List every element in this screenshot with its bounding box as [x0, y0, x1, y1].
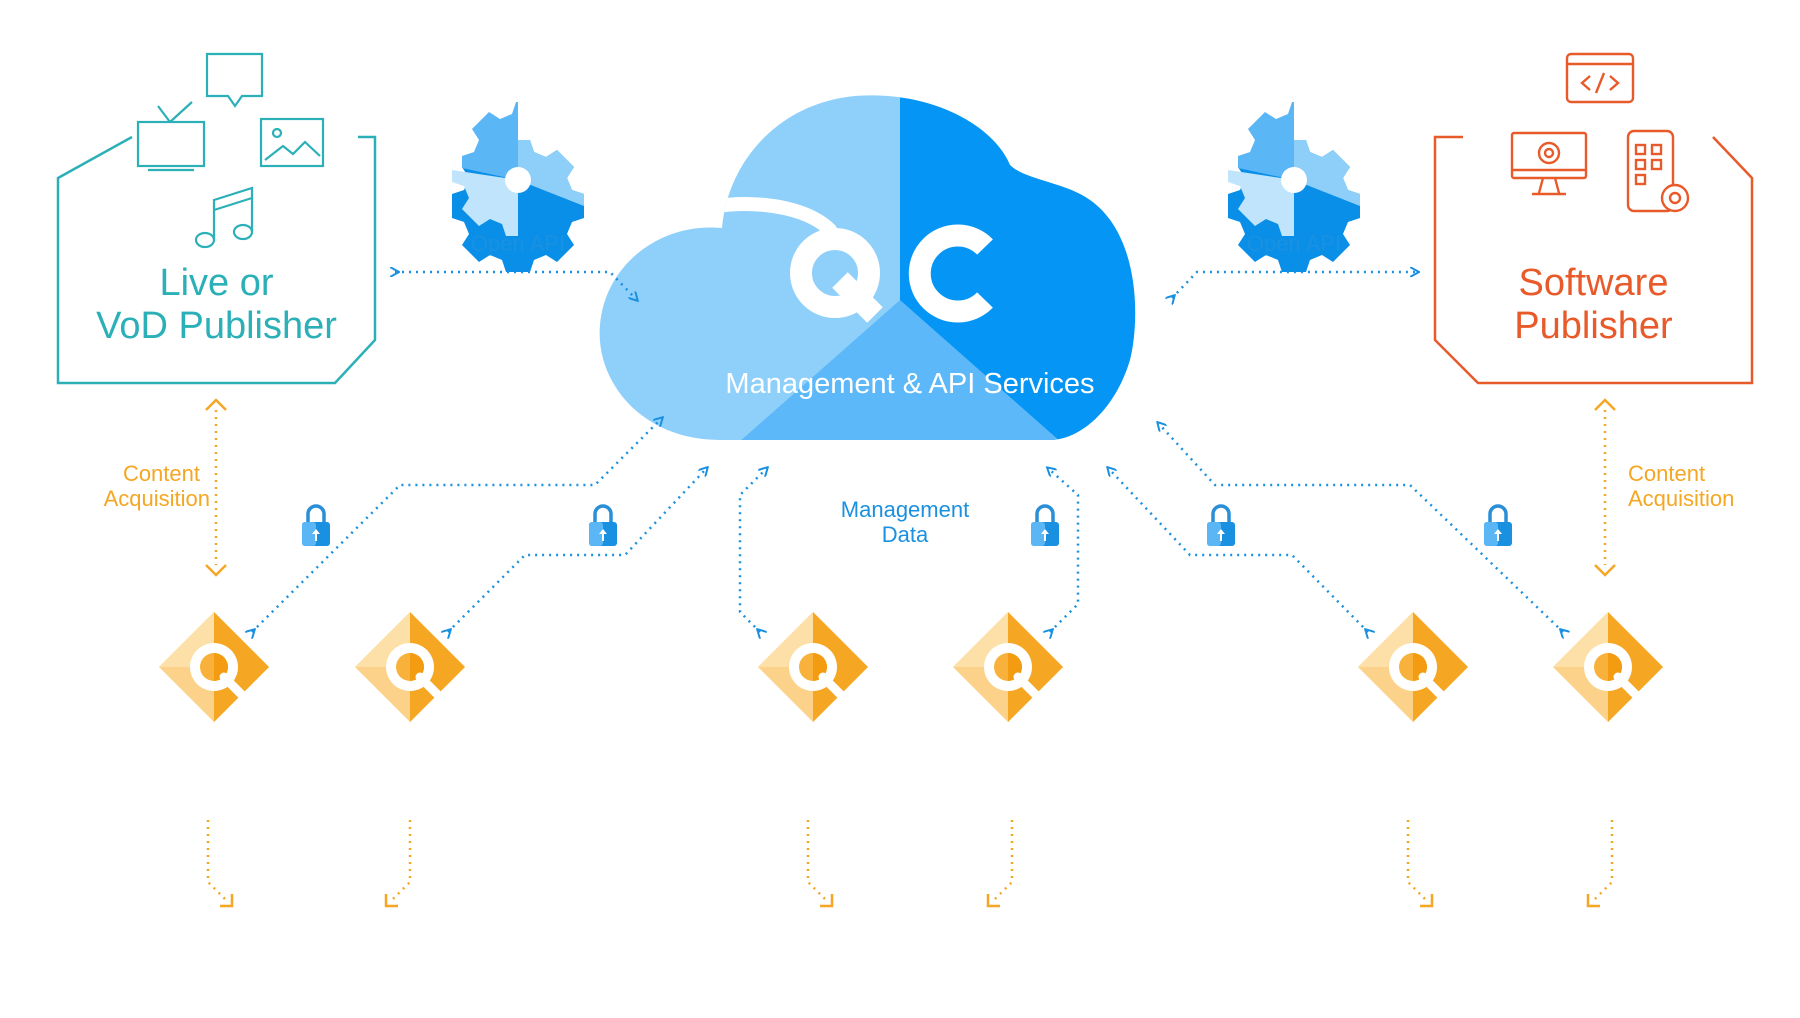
content-acquisition-label-right: Content Acquisition: [1628, 461, 1778, 511]
lock-icon: [1205, 504, 1237, 548]
edge-node-1: [159, 612, 269, 722]
left-publisher-title: Live or VoD Publisher: [58, 262, 375, 347]
management-data-label: Management Data: [820, 497, 990, 547]
edge-node-4: [953, 612, 1063, 722]
mobile-app-gear-icon: [1626, 129, 1690, 213]
chat-icon: [205, 52, 264, 108]
content-acquisition-arrow-left: [205, 398, 227, 577]
cloud-label: Management & API Services: [725, 368, 1095, 400]
code-icon: [1565, 52, 1635, 104]
edge-node-6: [1553, 612, 1663, 722]
right-publisher-frame: [1433, 135, 1754, 385]
edge-node-3: [758, 612, 868, 722]
edge-node-5: [1358, 612, 1468, 722]
content-acquisition-label-left: Content Acquisition: [60, 461, 210, 511]
output-arrows: [206, 820, 1614, 908]
lock-icon: [300, 504, 332, 548]
right-publisher-line2: Publisher: [1514, 304, 1673, 347]
content-acquisition-arrow-right: [1594, 398, 1616, 577]
open-api-arrow-left: [395, 272, 635, 298]
content-acquisition-left-line2: Acquisition: [103, 485, 210, 511]
left-publisher-line1: Live or: [159, 262, 274, 304]
lock-icon: [1482, 504, 1514, 548]
lock-icon: [587, 504, 619, 548]
management-data-line1: Management: [840, 497, 970, 522]
lock-icon: [1029, 504, 1061, 548]
open-api-arrow-right: [1172, 272, 1415, 298]
open-api-label-right: Open API: [1246, 231, 1342, 256]
edge-node-2: [355, 612, 465, 722]
image-icon: [259, 117, 325, 168]
management-data-line2: Data: [881, 521, 929, 547]
tv-icon: [136, 101, 206, 172]
content-acquisition-right-line1: Content: [1628, 461, 1706, 486]
content-acquisition-left-line1: Content: [122, 461, 200, 486]
qc-logo: [790, 224, 993, 323]
open-api-label-left: Open API: [470, 231, 566, 256]
content-acquisition-right-line2: Acquisition: [1628, 485, 1735, 511]
music-icon: [194, 186, 254, 249]
right-publisher-line1: Software: [1518, 262, 1669, 304]
management-data-arrows: [252, 420, 1563, 632]
right-publisher-title: Software Publisher: [1435, 262, 1752, 347]
left-publisher-frame: [56, 135, 377, 385]
left-publisher-line2: VoD Publisher: [96, 304, 337, 347]
monitor-gear-icon: [1510, 131, 1588, 196]
